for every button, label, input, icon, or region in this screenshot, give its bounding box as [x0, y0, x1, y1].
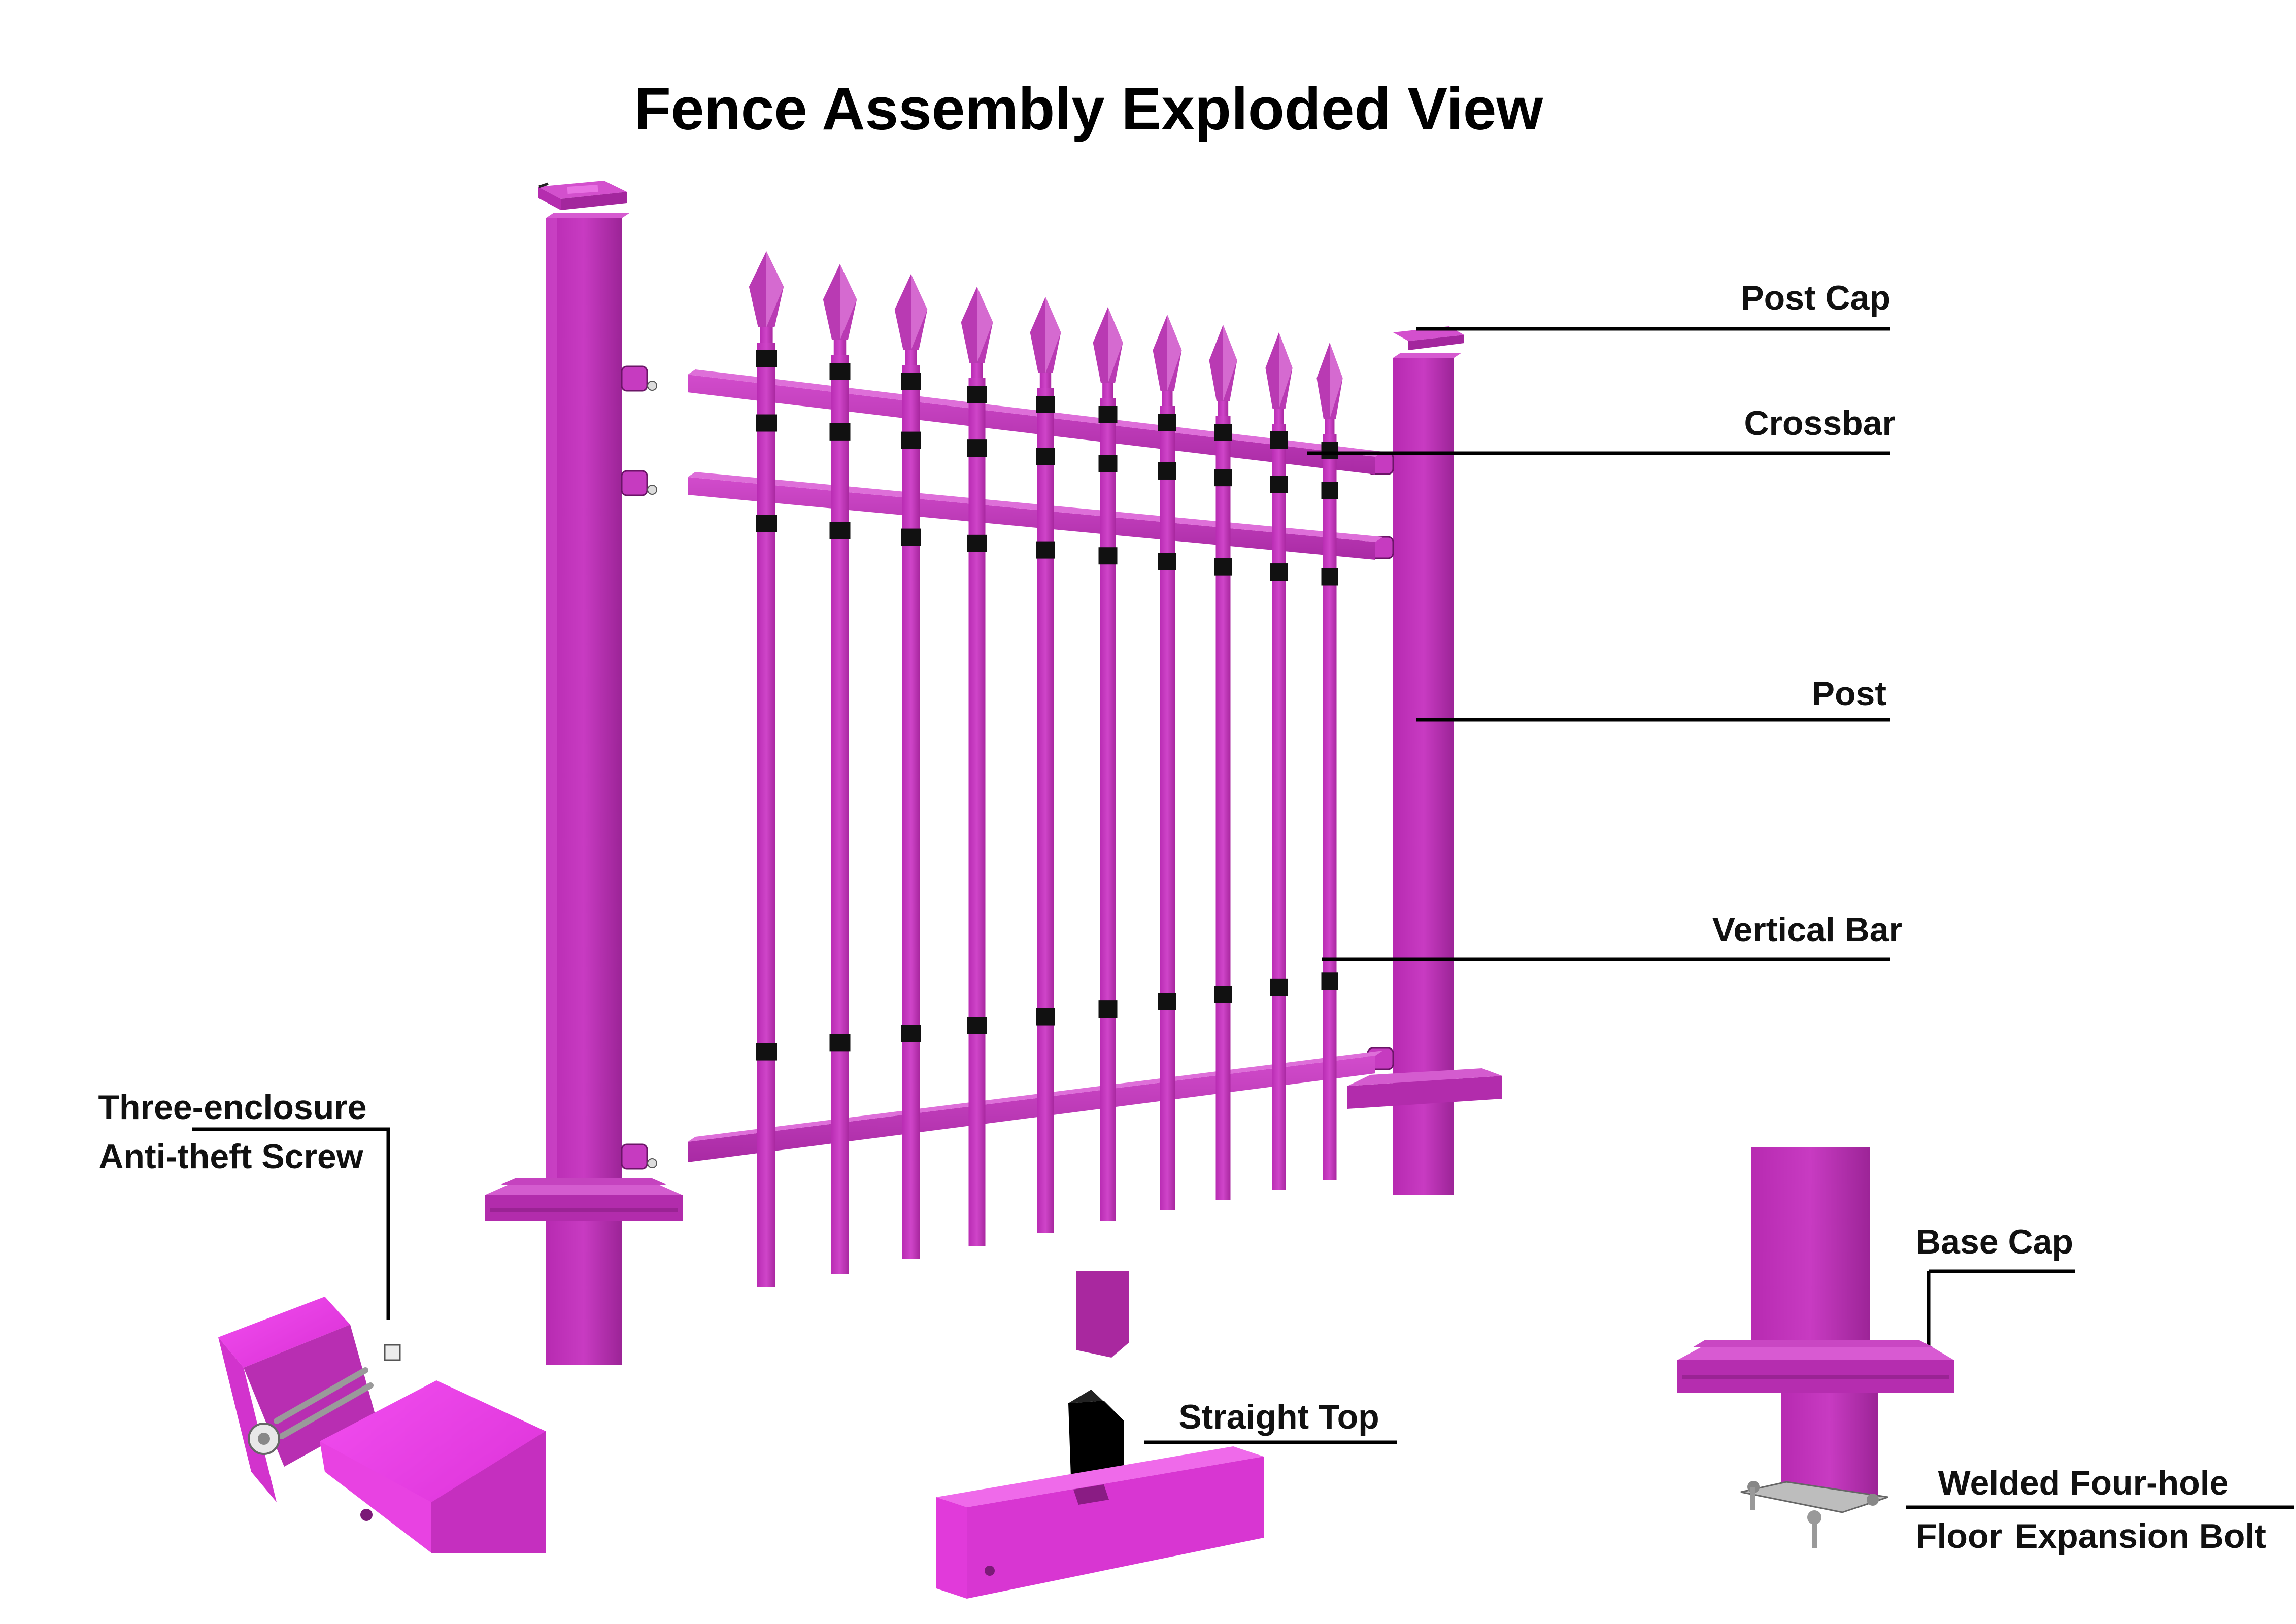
screw-detail: Three-enclosure Anti-theft Screw — [98, 1088, 546, 1553]
collar — [1321, 568, 1338, 586]
left-post — [485, 181, 683, 1365]
bolt-label-line1: Welded Four-hole — [1938, 1464, 2229, 1502]
crossbar-bottom — [688, 1051, 1383, 1162]
right-post — [1347, 326, 1502, 1195]
collar — [1098, 1000, 1118, 1018]
collar — [1158, 553, 1176, 570]
left-post-brackets — [621, 365, 648, 1170]
vertical-bar — [894, 274, 928, 1259]
crossbar-top — [688, 369, 1383, 475]
base-cap-label: Base Cap — [1916, 1223, 2073, 1261]
vertical-bar — [1265, 332, 1293, 1190]
expansion-bolt-icon — [1740, 1481, 1888, 1548]
collar — [1036, 396, 1055, 413]
crossbar-label: Crossbar — [1744, 404, 1896, 443]
collar — [967, 534, 987, 552]
label-post-cap: Post Cap — [1416, 279, 1890, 331]
collar — [756, 515, 777, 532]
vertical-bar-label: Vertical Bar — [1712, 910, 1902, 949]
screw-label-line1: Three-enclosure — [98, 1088, 366, 1127]
vertical-bar — [1093, 307, 1123, 1221]
bolt-label-line2a: Floor — [1916, 1517, 2002, 1555]
collar — [1321, 482, 1338, 499]
label-post: Post — [1416, 674, 1890, 722]
collar — [1158, 414, 1176, 431]
diagram-title: Fence Assembly Exploded View — [634, 76, 1544, 143]
collar — [1098, 547, 1118, 565]
label-crossbar: Crossbar — [1307, 404, 1896, 455]
collar — [901, 373, 921, 390]
collar — [967, 439, 987, 457]
screw-rods — [274, 1367, 374, 1439]
vertical-bar — [823, 264, 857, 1274]
bolt-label-line2b: Expansion Bolt — [2015, 1517, 2266, 1555]
collar — [1321, 972, 1338, 990]
collar — [967, 386, 987, 403]
anti-theft-screw-icon — [248, 1344, 401, 1455]
collar — [756, 414, 777, 432]
right-base-cap — [1347, 1068, 1502, 1109]
collar — [1270, 431, 1288, 449]
collar — [1270, 563, 1288, 581]
collar — [901, 528, 921, 546]
collar — [901, 1025, 921, 1042]
collar — [756, 1043, 777, 1061]
collar — [1098, 455, 1118, 472]
collar — [829, 423, 851, 441]
collar — [829, 522, 851, 539]
collar — [1214, 558, 1232, 576]
straight-top-icon — [1068, 1390, 1124, 1477]
collar — [1036, 541, 1055, 559]
crossbar-middle — [688, 472, 1383, 560]
left-post-cap — [538, 181, 627, 210]
collar — [1036, 1008, 1055, 1026]
collar — [1098, 406, 1118, 423]
collar — [829, 363, 851, 380]
collar — [1158, 462, 1176, 480]
label-vertical-bar: Vertical Bar — [1322, 910, 1902, 961]
base-cap-detail: Base Cap Welded Four-hole Floor Expansio… — [1677, 1147, 2294, 1555]
collar — [1321, 442, 1338, 459]
vertical-bars — [749, 251, 1343, 1287]
left-base-cap — [485, 1178, 683, 1221]
collar — [829, 1034, 851, 1052]
vertical-bar — [1153, 315, 1182, 1210]
straight-top-label: Straight Top — [1178, 1398, 1379, 1436]
collar — [756, 350, 777, 367]
collar — [1270, 978, 1288, 996]
collar — [1036, 448, 1055, 465]
vertical-bar — [749, 251, 784, 1287]
vertical-bar — [1030, 297, 1061, 1233]
post-label: Post — [1812, 674, 1886, 713]
collar — [1214, 986, 1232, 1003]
collar — [901, 431, 921, 449]
crossbars — [688, 369, 1383, 1162]
collar — [967, 1017, 987, 1034]
vertical-bar — [1209, 325, 1237, 1200]
collar — [1214, 469, 1232, 487]
straight-top-detail: Straight Top — [936, 1271, 1397, 1599]
vertical-bar — [1316, 343, 1343, 1180]
screw-label-line2: Anti-theft Screw — [98, 1137, 363, 1176]
post-cap-label: Post Cap — [1741, 279, 1890, 317]
collar — [1158, 993, 1176, 1010]
vertical-bar — [961, 287, 993, 1246]
detail-base-cap — [1677, 1340, 1954, 1393]
collar — [1214, 424, 1232, 441]
collar — [1270, 476, 1288, 493]
